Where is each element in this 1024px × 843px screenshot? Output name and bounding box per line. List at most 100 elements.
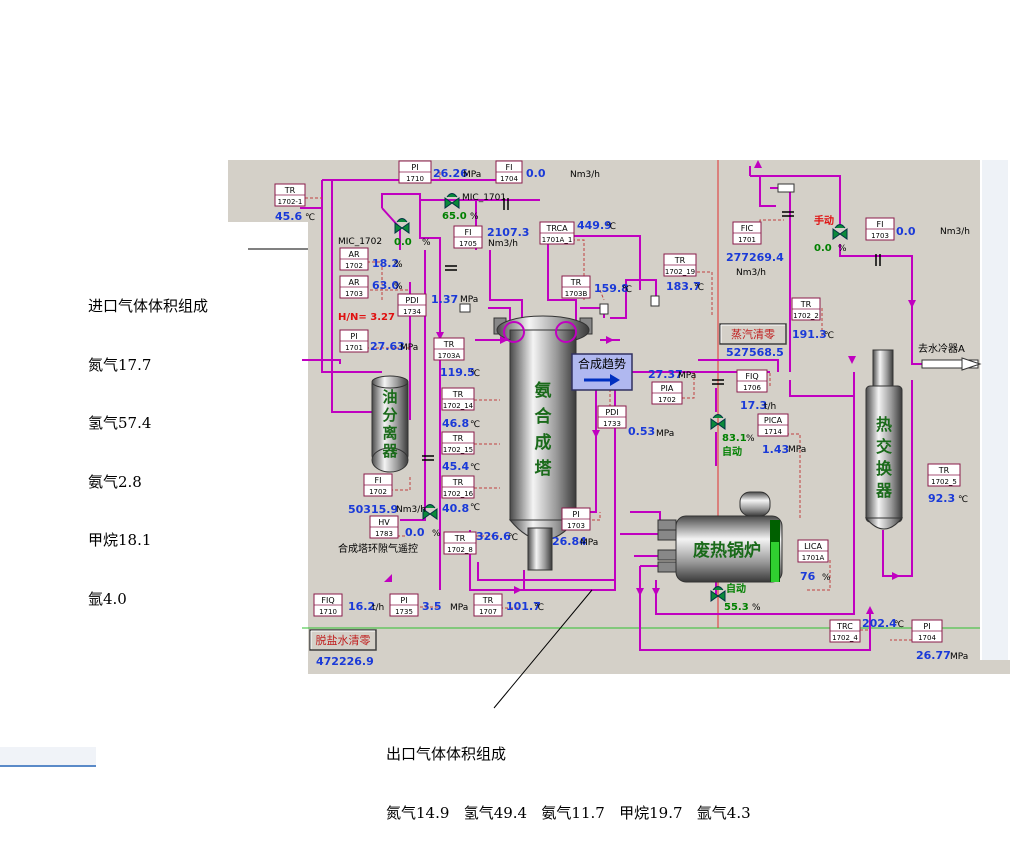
instrument-value: 17.3 [740, 399, 767, 412]
valve-hv1783-actuator[interactable] [424, 504, 436, 509]
trend-button-frame[interactable] [571, 353, 633, 391]
instrument-id: 1707 [479, 608, 497, 616]
valve-fic1701[interactable] [832, 224, 848, 240]
instrument-id: 1703B [565, 290, 588, 298]
trend-button[interactable]: 合成趋势 [571, 353, 633, 391]
valve-pica1714-right[interactable] [717, 418, 726, 430]
valve-lica1701-actuator[interactable] [712, 586, 724, 591]
valve-lica1701[interactable] [710, 586, 726, 602]
instrument-tag: TRC [836, 622, 853, 631]
valve-fic1701-left[interactable] [832, 228, 841, 240]
steam-reset-button-frame[interactable] [719, 323, 787, 345]
instrument-tag: PI [411, 163, 418, 172]
valve-mic1702-actuator[interactable] [396, 218, 408, 223]
valve-mic1701[interactable] [444, 193, 460, 209]
instrument-id: 1702_15 [443, 446, 473, 454]
valve-mic1701-label: MIC_1701 [462, 193, 506, 203]
instrument-tag: LICA [804, 542, 822, 551]
valve-pica1714[interactable] [710, 414, 726, 430]
valve-mic1701-actuator[interactable] [446, 193, 458, 198]
valve-fic1701-right[interactable] [839, 228, 848, 240]
instrument-id: 1710 [406, 175, 424, 183]
inlet-line-2: 氢气57.4 [88, 414, 152, 432]
instrument-tag: TR [454, 534, 466, 543]
instrument-value: 119.5 [440, 366, 475, 379]
instrument-unit: ℃ [470, 420, 480, 430]
instrument-value: 3.5 [422, 600, 442, 613]
valve-hv1783[interactable] [422, 504, 438, 520]
instrument-id: 1704 [918, 634, 936, 642]
valve-hv1783-right[interactable] [429, 508, 438, 520]
valve-hv1783-left[interactable] [422, 508, 431, 520]
steam-reset-button[interactable]: 蒸汽清零 [719, 323, 787, 345]
steam-reset-button-label[interactable]: 蒸汽清零 [731, 327, 775, 341]
valve-mic1702[interactable] [394, 218, 410, 234]
to-cooler-label: 去水冷器A [918, 342, 965, 355]
inlet-line-1: 氮气17.7 [88, 355, 152, 374]
valve-mic1701-left[interactable] [444, 197, 453, 209]
valve-mic1701-right[interactable] [451, 197, 460, 209]
instrument-id: 1783 [375, 530, 393, 538]
outlet-title: 出口气体体积组成 [386, 745, 507, 763]
valve-lica1701-left[interactable] [710, 590, 719, 602]
water-reset-button-frame[interactable] [309, 629, 377, 651]
valve-pica1714-actuator[interactable] [712, 414, 724, 419]
valve-lica1701-right[interactable] [717, 590, 726, 602]
valve-mic1702-right[interactable] [401, 222, 410, 234]
instrument-unit: MPa [950, 652, 968, 662]
valve-mic1702-left[interactable] [394, 222, 403, 234]
instrument-unit: MPa [656, 429, 674, 439]
instrument-unit: % [394, 282, 403, 292]
instrument-value: 1.37 [431, 293, 458, 306]
instrument-tag: TRCA [545, 224, 568, 233]
trend-button-label[interactable]: 合成趋势 [578, 356, 626, 371]
instrument-unit: MPa [450, 603, 468, 613]
water-reset-button-label[interactable]: 脱盐水清零 [316, 633, 371, 647]
instrument-unit: Nm3/h [940, 227, 970, 237]
instrument-tag: TR [443, 340, 455, 349]
converter-label-char: 成 [535, 432, 552, 453]
water-reset-button[interactable]: 脱盐水清零 [309, 629, 377, 651]
panel-cutout [228, 222, 308, 674]
valve-lica1701-unit: % [752, 603, 761, 613]
instrument-unit: MPa [788, 445, 806, 455]
instrument-value: 159.8 [594, 282, 629, 295]
valve-fic1701-actuator[interactable] [834, 224, 846, 229]
instrument-value: 26.84 [552, 535, 587, 548]
instrument-id: 1702 [369, 488, 387, 496]
valve-pica1714-left[interactable] [710, 418, 719, 430]
